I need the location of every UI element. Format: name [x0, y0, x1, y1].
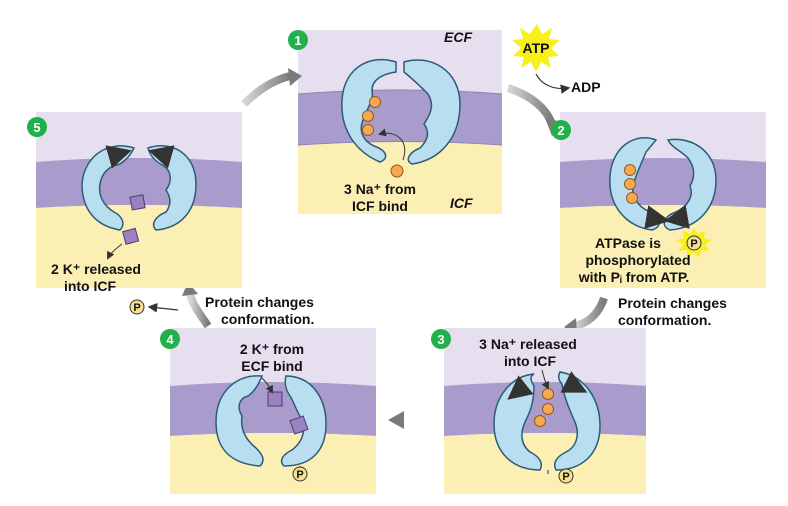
step-4-caption-line-1: 2 K⁺ from — [240, 341, 304, 357]
transition-2-3-line-1: Protein changes — [618, 295, 727, 311]
svg-text:P: P — [562, 471, 569, 483]
step-5-badge: 5 — [27, 117, 47, 137]
adp-label: ADP — [571, 79, 601, 95]
phosphate-burst: P — [676, 228, 712, 258]
phosphate-release-arrow — [147, 302, 179, 313]
step-1-badge: 1 — [288, 30, 308, 50]
svg-text:P: P — [296, 469, 303, 481]
phosphate-icon: P — [292, 466, 308, 482]
sodium-ion — [624, 164, 636, 176]
panel-step-4: P 2 K⁺ from ECF bind — [170, 328, 376, 494]
step-1-caption-line-1: 3 Na⁺ from — [344, 181, 416, 197]
potassium-ion — [267, 391, 283, 407]
svg-text:P: P — [690, 238, 697, 250]
ecf-label: ECF — [444, 29, 472, 45]
svg-text:4: 4 — [166, 332, 174, 347]
potassium-ion — [122, 227, 140, 245]
step-3-badge: 3 — [431, 329, 451, 349]
step-2-caption-line-3: with Pᵢ from ATP. — [578, 269, 690, 285]
atp-burst: ATP — [512, 24, 560, 72]
svg-text:P: P — [133, 302, 140, 314]
released-phosphate-icon: P — [129, 299, 145, 315]
sodium-ion — [624, 178, 636, 190]
panel-step-2: P ATPase is phosphorylated with Pᵢ from … — [560, 112, 766, 288]
sodium-ion — [626, 192, 638, 204]
phosphate-icon — [686, 235, 702, 251]
svg-text:5: 5 — [33, 120, 40, 135]
sodium-ion — [369, 96, 381, 108]
transition-2-3-line-2: conformation. — [618, 312, 711, 328]
step-3-caption-line-1: 3 Na⁺ released — [479, 336, 577, 352]
transition-4-5-line-2: conformation. — [221, 311, 314, 327]
svg-text:2: 2 — [557, 123, 564, 138]
sodium-ion — [534, 415, 546, 427]
step-2-caption-line-2: phosphorylated — [585, 252, 690, 268]
step-5-caption-line-2: into ICF — [64, 278, 117, 294]
potassium-ion-group — [267, 391, 309, 435]
potassium-ion-group — [122, 194, 146, 245]
sodium-ion — [542, 403, 554, 415]
potassium-ion — [129, 194, 146, 211]
cycle-arrow-2-to-3 — [573, 296, 608, 330]
sodium-ion-group — [362, 96, 404, 178]
step-3-caption-line-2: into ICF — [504, 353, 557, 369]
step-4-caption-line-2: ECF bind — [241, 358, 302, 374]
phosphate-icon: P — [558, 468, 574, 484]
step-2-badge: 2 — [551, 120, 571, 140]
svg-text:1: 1 — [294, 33, 301, 48]
sodium-ion-group — [624, 164, 638, 204]
sodium-ion — [390, 164, 404, 178]
panel-step-5: 2 K⁺ released into ICF — [36, 112, 242, 294]
cycle-arrow-4-to-5 — [186, 292, 212, 329]
atp-to-adp-arrow — [535, 73, 571, 94]
sodium-ion — [542, 388, 554, 400]
pump-protein — [341, 58, 461, 165]
step-2-caption-line-1: ATPase is — [595, 235, 661, 251]
sodium-ion-group — [534, 388, 554, 427]
step-1-caption-line-2: ICF bind — [352, 198, 408, 214]
sodium-ion — [362, 124, 374, 136]
icf-label: ICF — [450, 195, 473, 211]
sodium-ion — [362, 110, 374, 122]
step-5-caption-line-1: 2 K⁺ released — [51, 261, 141, 277]
transition-4-5-line-1: Protein changes — [205, 294, 314, 310]
svg-text:3: 3 — [437, 332, 444, 347]
binding-arrow — [378, 128, 406, 161]
atp-label: ATP — [523, 40, 550, 56]
step-4-badge: 4 — [160, 329, 180, 349]
potassium-ion — [289, 415, 309, 435]
panel-step-3: P 3 Na⁺ released into ICF — [444, 328, 646, 494]
panel-step-1: ECF ICF 3 Na⁺ from ICF bind — [297, 29, 503, 214]
cycle-arrow-5-to-1 — [241, 72, 292, 107]
